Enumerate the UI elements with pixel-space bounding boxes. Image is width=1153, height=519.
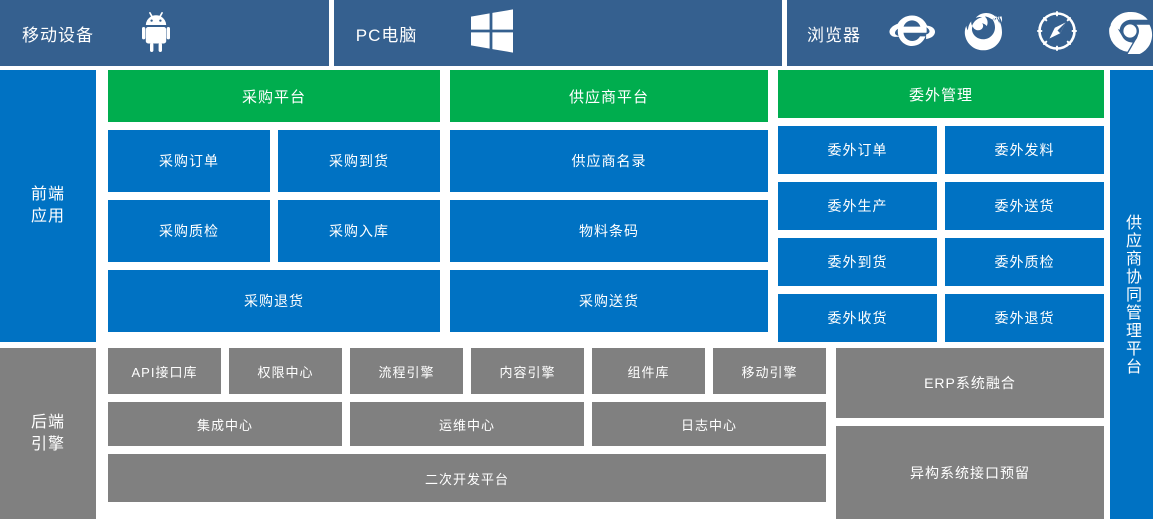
module-item[interactable]: 委外到货	[778, 238, 937, 286]
channel-browser-label: 浏览器	[807, 25, 861, 45]
windows-icon	[469, 8, 515, 59]
module-item[interactable]: 采购质检	[108, 200, 270, 262]
device-channel-bar: 移动设备	[0, 0, 1153, 66]
center-content: 采购平台 采购订单 采购到货 采购质检 采购入库 采购退货 供应商平台 供应商名…	[108, 70, 1104, 519]
module-item[interactable]: 委外退货	[945, 294, 1104, 342]
module-item[interactable]: 采购入库	[278, 200, 440, 262]
module-item[interactable]: 供应商名录	[450, 130, 768, 192]
channel-browser-icons	[889, 8, 1153, 59]
channel-pc-label: PC电脑	[355, 25, 418, 45]
supplier-stack: 供应商名录 物料条码	[450, 130, 768, 262]
channel-mobile[interactable]: 移动设备	[0, 0, 329, 66]
module-item[interactable]: 物料条码	[450, 200, 768, 262]
backend-integration-group: ERP系统融合 异构系统接口预留	[836, 348, 1104, 519]
module-header-outsourcing[interactable]: 委外管理	[778, 70, 1104, 118]
rail-frontend-label: 前端应用	[30, 186, 65, 225]
rail-backend-label: 后端引擎	[30, 413, 65, 453]
backend-item-dev-platform[interactable]: 二次开发平台	[108, 454, 826, 502]
backend-item[interactable]: 日志中心	[592, 402, 826, 446]
backend-item[interactable]: 流程引擎	[350, 348, 463, 394]
module-column-purchasing: 采购平台 采购订单 采购到货 采购质检 采购入库 采购退货	[108, 70, 440, 342]
module-column-outsourcing: 委外管理 委外订单 委外发料 委外生产 委外送货 委外到货 委外质检 委外收货 …	[778, 70, 1104, 342]
module-item[interactable]: 采购到货	[278, 130, 440, 192]
backend-item[interactable]: 移动引擎	[713, 348, 826, 394]
rail-backend: 后端引擎	[0, 348, 96, 519]
backend-layer: API接口库 权限中心 流程引擎 内容引擎 组件库 移动引擎 集成中心 运维中心…	[108, 348, 1104, 519]
channel-mobile-label: 移动设备	[22, 25, 94, 45]
purchasing-grid: 采购订单 采购到货 采购质检 采购入库	[108, 130, 440, 262]
backend-row-engines: API接口库 权限中心 流程引擎 内容引擎 组件库 移动引擎	[108, 348, 826, 394]
firefox-icon	[963, 8, 1007, 59]
platform-rail-label: 供应商协同管理平台	[1123, 213, 1140, 376]
module-item[interactable]: 采购退货	[108, 270, 440, 332]
module-header-supplier[interactable]: 供应商平台	[450, 70, 768, 122]
channel-mobile-icons	[142, 10, 180, 57]
outsourcing-grid: 委外订单 委外发料 委外生产 委外送货 委外到货 委外质检 委外收货 委外退货	[778, 126, 1104, 342]
backend-item[interactable]: 内容引擎	[471, 348, 584, 394]
backend-item-erp[interactable]: ERP系统融合	[836, 348, 1104, 418]
backend-core-group: API接口库 权限中心 流程引擎 内容引擎 组件库 移动引擎 集成中心 运维中心…	[108, 348, 826, 519]
module-item[interactable]: 委外收货	[778, 294, 937, 342]
platform-rail: 供应商协同管理平台	[1110, 70, 1153, 519]
rail-frontend: 前端应用	[0, 70, 96, 342]
backend-item[interactable]: 权限中心	[229, 348, 342, 394]
main-area: 前端应用 后端引擎 采购平台 采购订单 采购到货 采购质检 采购入库	[0, 70, 1153, 519]
module-item[interactable]: 委外订单	[778, 126, 937, 174]
module-item[interactable]: 采购订单	[108, 130, 270, 192]
backend-item-interface[interactable]: 异构系统接口预留	[836, 426, 1104, 519]
channel-pc[interactable]: PC电脑	[333, 0, 782, 66]
channel-browser[interactable]: 浏览器	[787, 0, 1153, 66]
internet-explorer-icon	[889, 8, 936, 59]
backend-item[interactable]: 集成中心	[108, 402, 342, 446]
module-item[interactable]: 委外发料	[945, 126, 1104, 174]
channel-pc-icons	[469, 8, 515, 59]
backend-item[interactable]: API接口库	[108, 348, 221, 394]
module-item[interactable]: 委外送货	[945, 182, 1104, 230]
frontend-layer: 采购平台 采购订单 采购到货 采购质检 采购入库 采购退货 供应商平台 供应商名…	[108, 70, 1104, 342]
backend-row-centers: 集成中心 运维中心 日志中心	[108, 402, 826, 446]
module-header-purchasing[interactable]: 采购平台	[108, 70, 440, 122]
android-icon	[142, 10, 180, 57]
backend-item[interactable]: 运维中心	[350, 402, 584, 446]
safari-icon	[1035, 8, 1079, 59]
module-item[interactable]: 委外生产	[778, 182, 937, 230]
module-item[interactable]: 采购送货	[450, 270, 768, 332]
backend-item[interactable]: 组件库	[592, 348, 705, 394]
module-item[interactable]: 委外质检	[945, 238, 1104, 286]
module-column-supplier: 供应商平台 供应商名录 物料条码 采购送货	[450, 70, 768, 342]
chrome-icon	[1107, 8, 1153, 59]
layer-rail: 前端应用 后端引擎	[0, 70, 96, 519]
